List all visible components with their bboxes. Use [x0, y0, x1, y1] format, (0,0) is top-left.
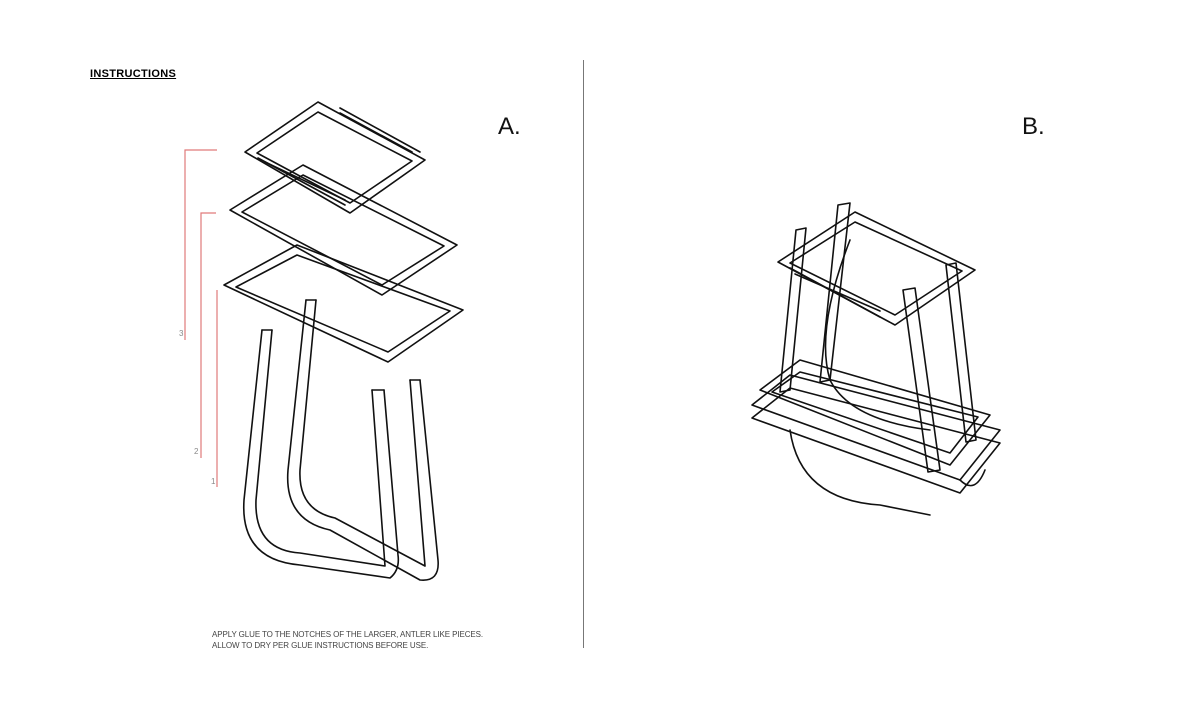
note-line-1: APPLY GLUE TO THE NOTCHES OF THE LARGER,…: [212, 630, 483, 639]
panel-b-label: B.: [1022, 113, 1045, 140]
step-number-1: 1: [211, 477, 216, 486]
frame-middle: [229, 164, 458, 296]
note-line-2: ALLOW TO DRY PER GLUE INSTRUCTIONS BEFOR…: [212, 641, 429, 650]
glue-instructions: APPLY GLUE TO THE NOTCHES OF THE LARGER,…: [212, 629, 483, 651]
panel-divider: [583, 60, 584, 648]
step-number-3: 3: [179, 329, 184, 338]
frame-bottom: [223, 244, 464, 363]
legs: [243, 299, 439, 581]
bracket-2: [200, 212, 216, 458]
step-number-2: 2: [194, 447, 199, 456]
instructions-title: INSTRUCTIONS: [90, 68, 177, 80]
panel-a-label: A.: [498, 113, 521, 140]
diagram-a-exploded: [223, 101, 464, 581]
diagram-b-assembled: [751, 202, 1001, 516]
bracket-3: [184, 149, 217, 340]
frame-top: [244, 101, 426, 214]
step-brackets: [184, 149, 218, 487]
